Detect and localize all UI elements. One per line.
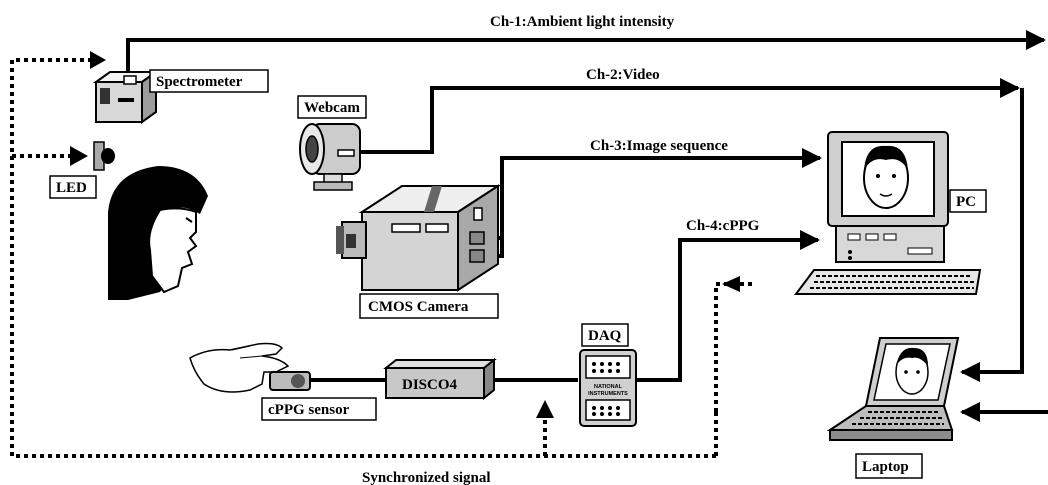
ch1-wire [126, 30, 1046, 72]
ch2-label: Ch-2:Video [586, 67, 660, 83]
led-label: LED [56, 180, 87, 196]
cmos-camera-label-box [359, 293, 499, 319]
pc-label-box [949, 189, 987, 213]
sync-arrow-led [70, 146, 88, 166]
webcam-icon [299, 123, 361, 191]
ch2-laptop-wire [960, 88, 1024, 382]
sync-label: Synchronized signal [362, 470, 491, 485]
spectrometer-icon [92, 70, 160, 124]
sync-loop [10, 58, 752, 458]
cppg-sensor-label: cPPG sensor [268, 402, 350, 418]
laptop-label: Laptop [862, 459, 909, 475]
hand-icon [189, 342, 290, 393]
webcam-label-box [297, 95, 367, 119]
ni-logo-line1: NATIONAL [594, 384, 623, 390]
cppg-sensor-label-box [261, 397, 377, 421]
laptop-icon [826, 337, 960, 441]
disco4-label: DISCO4 [402, 377, 458, 393]
daq-label-box [581, 323, 629, 347]
webcam-label: Webcam [304, 100, 360, 116]
laptop-label-box [855, 453, 923, 479]
cmos-camera-label: CMOS Camera [368, 299, 469, 315]
led-label-box [49, 175, 97, 199]
pc-label: PC [956, 194, 976, 210]
daq-label: DAQ [588, 328, 622, 344]
disco4-box [383, 357, 497, 401]
cmos-camera-icon [336, 184, 502, 292]
person-head-icon [108, 166, 208, 300]
ch4-wire [636, 230, 820, 382]
ch2-wire [360, 78, 1020, 154]
ch3-wire [484, 148, 822, 240]
spectrometer-label: Spectrometer [156, 74, 243, 90]
ni-logo-line2: INSTRUMENTS [588, 391, 628, 397]
ch1-label: Ch-1:Ambient light intensity [490, 14, 675, 30]
ch4-label: Ch-4:cPPG [686, 218, 760, 234]
pc-icon [794, 131, 982, 295]
ch3-label: Ch-3:Image sequence [590, 138, 728, 154]
cppg-sensor-icon [269, 371, 311, 391]
sync-arrow-pc [722, 276, 740, 292]
sync-arrow-daq [536, 400, 554, 418]
led-icon [93, 141, 115, 171]
spectrometer-label-box [149, 69, 269, 93]
sync-arrow-spectrometer [90, 51, 106, 69]
daq-icon: NATIONAL INSTRUMENTS [579, 349, 637, 427]
